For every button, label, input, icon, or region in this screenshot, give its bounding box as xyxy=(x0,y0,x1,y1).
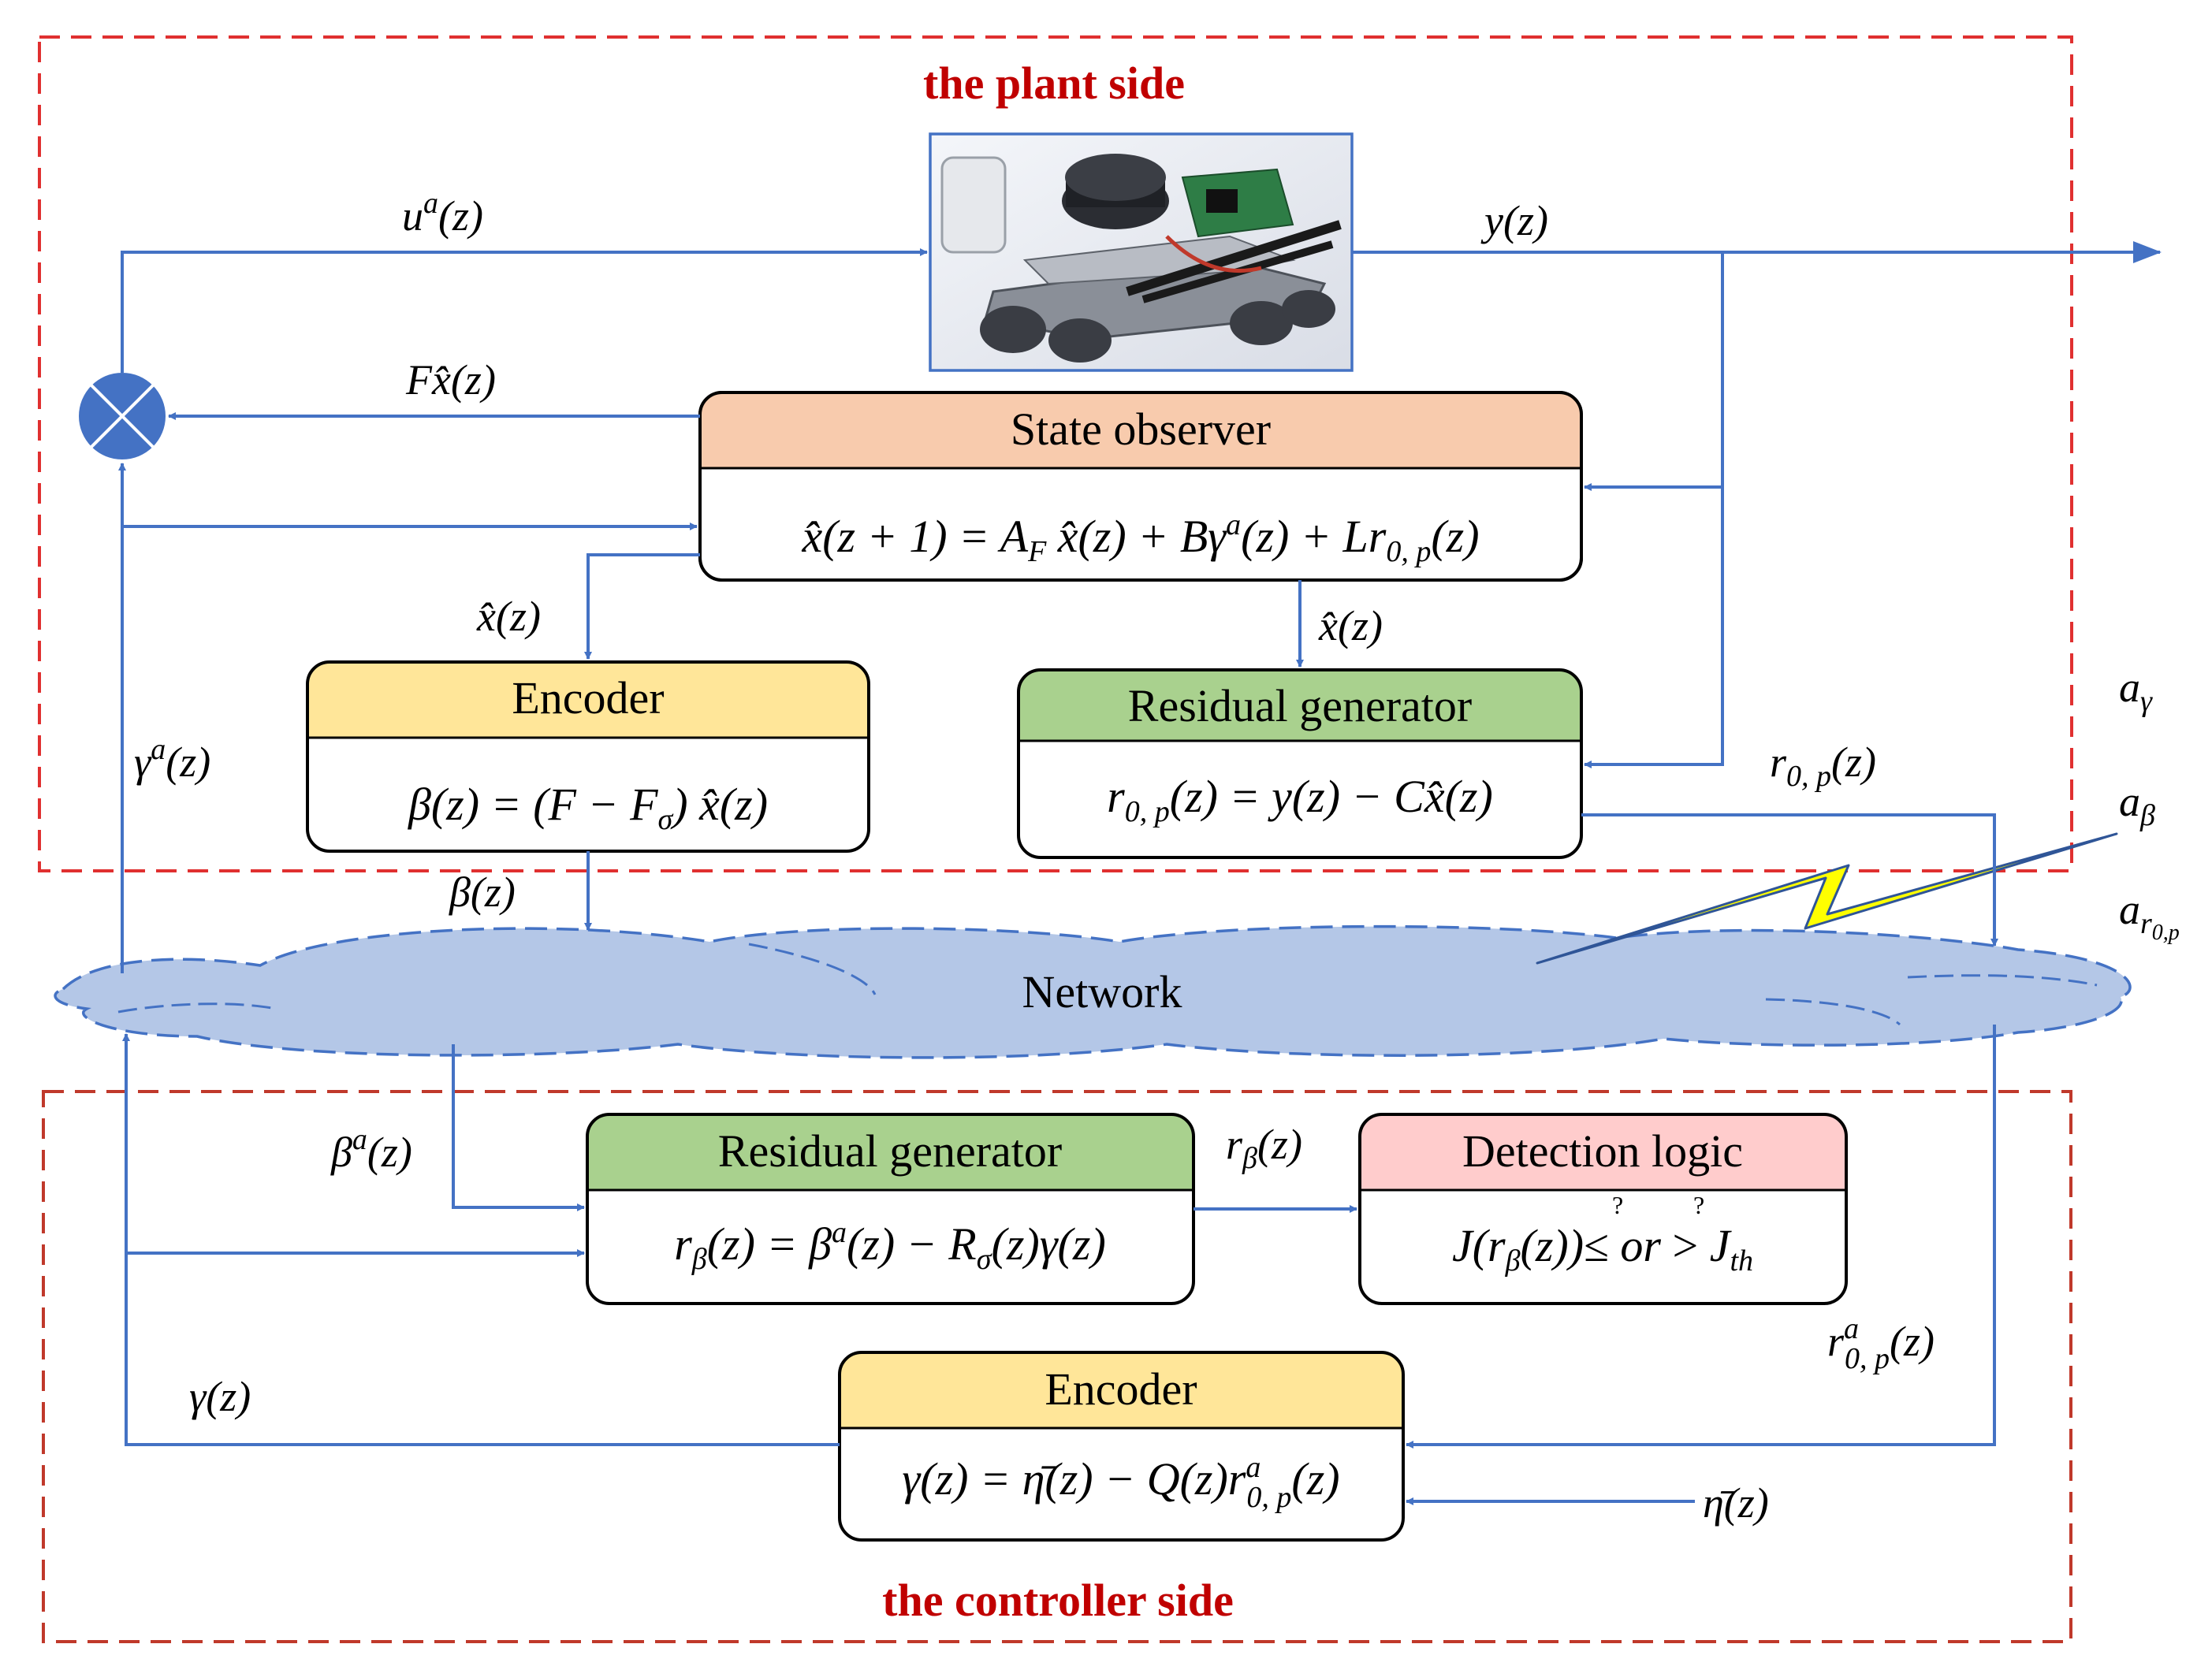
network-cloud xyxy=(54,924,2132,1059)
beta-a-line xyxy=(452,1044,585,1211)
detection-logic-header: Detection logic xyxy=(1462,1125,1743,1177)
robot-car-photo-icon xyxy=(929,132,1354,372)
y-to-residual xyxy=(1584,487,1724,768)
state-observer-block xyxy=(698,391,1583,582)
label-eta-bar: η̄(z) xyxy=(1703,1479,1769,1527)
label-Fxhat: Fx̂(z) xyxy=(405,356,496,404)
label-r-beta: rβ(z) xyxy=(1226,1121,1302,1175)
r0p-a-line xyxy=(1406,1025,1996,1449)
ctrl-residual-header: Residual generator xyxy=(718,1125,1062,1177)
attack-a-beta: aβ xyxy=(2119,778,2155,832)
plant-residual-block xyxy=(1017,668,1583,859)
state-observer-header: State observer xyxy=(1011,404,1271,455)
gamma-line xyxy=(122,1033,840,1446)
r0p-line xyxy=(1581,813,1998,947)
attack-a-r0p: ar0,p xyxy=(2119,886,2180,945)
attack-a-gamma: aγ xyxy=(2119,664,2153,718)
detection-qmark-1: ? xyxy=(1612,1191,1623,1219)
network-label: Network xyxy=(1022,966,1182,1017)
detection-logic-block xyxy=(1358,1113,1848,1305)
plant-residual-equation: r0, p(z) = y(z) − Cx̂(z) xyxy=(1107,771,1493,828)
detection-logic-equation: J(rβ(z))≤ or > Jth xyxy=(1452,1220,1753,1278)
plant-side-frame xyxy=(38,35,2073,872)
lightning-bolt-icon xyxy=(1536,832,2118,965)
label-xhat-right: x̂(z) xyxy=(1318,602,1383,649)
label-u-a: ua(z) xyxy=(402,187,483,240)
detection-qmark-2: ? xyxy=(1693,1191,1704,1219)
label-xhat-left: x̂(z) xyxy=(476,593,541,640)
label-r0p: r0, p(z) xyxy=(1770,738,1876,793)
ctrl-encoder-block xyxy=(838,1351,1405,1542)
plant-encoder-header: Encoder xyxy=(512,672,664,723)
label-beta: β(z) xyxy=(449,868,516,916)
connections xyxy=(118,241,2162,1505)
label-beta-a: βa(z) xyxy=(330,1123,412,1176)
ctrl-residual-equation: rβ(z) = βa(z) − Rσ(z)γ(z) xyxy=(674,1216,1106,1276)
summing-junction-icon xyxy=(79,373,166,459)
plant-residual-header: Residual generator xyxy=(1128,680,1472,731)
state-observer-equation: x̂(z + 1) = AF x̂(z) + Bγa(z) + Lr0, p(z… xyxy=(801,508,1479,568)
controller-side-frame xyxy=(42,1090,2072,1643)
label-y: y(z) xyxy=(1480,197,1548,244)
ctrl-encoder-header: Encoder xyxy=(1045,1363,1197,1415)
plant-side-title: the plant side xyxy=(923,58,1185,109)
u-a-line xyxy=(121,248,928,373)
label-gamma: γ(z) xyxy=(189,1373,251,1420)
plant-encoder-equation: β(z) = (F − Fσ) x̂(z) xyxy=(408,779,768,836)
controller-side-title: the controller side xyxy=(882,1575,1234,1626)
y-to-observer xyxy=(1584,252,1724,491)
label-gamma-a: γa(z) xyxy=(134,733,210,786)
xhat-to-encoder xyxy=(584,553,700,660)
